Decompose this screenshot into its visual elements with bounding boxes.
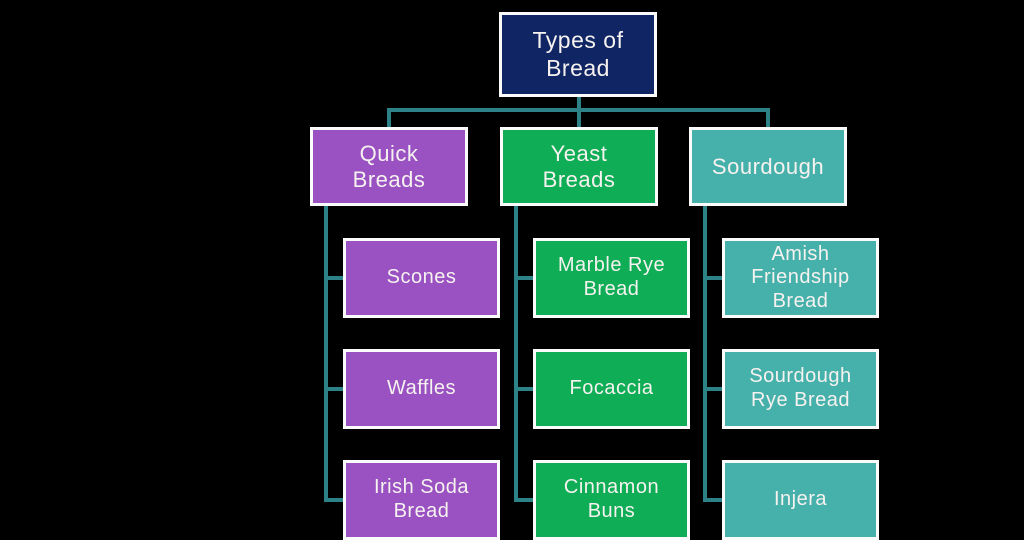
node-sourdough-rye-bread: Sourdough Rye Bread bbox=[722, 349, 879, 429]
node-marble-rye-bread-label: Marble Rye Bread bbox=[557, 254, 666, 300]
node-sourdough-label: Sourdough bbox=[711, 153, 825, 179]
connector-stub-irish-soda-bread bbox=[324, 498, 345, 502]
node-sourdough: Sourdough bbox=[689, 127, 847, 206]
connector-drop-quick-breads bbox=[387, 108, 391, 127]
node-injera-label: Injera bbox=[773, 488, 828, 511]
node-quick-breads: Quick Breads bbox=[310, 127, 468, 206]
connector-stub-focaccia bbox=[514, 387, 535, 391]
node-focaccia: Focaccia bbox=[533, 349, 690, 429]
node-focaccia-label: Focaccia bbox=[569, 377, 654, 400]
connector-stub-injera bbox=[703, 498, 724, 502]
node-amish-friendship-bread-label: Amish Friendship Bread bbox=[751, 242, 850, 312]
connector-root-stem bbox=[577, 97, 581, 112]
connector-stub-scones bbox=[324, 276, 345, 280]
connector-stub-waffles bbox=[324, 387, 345, 391]
connector-stub-sourdough-rye-bread bbox=[703, 387, 724, 391]
node-yeast-breads-label: Yeast Breads bbox=[542, 140, 616, 192]
node-quick-breads-label: Quick Breads bbox=[352, 140, 426, 192]
connector-stub-cinnamon-buns bbox=[514, 498, 535, 502]
node-waffles: Waffles bbox=[343, 349, 500, 429]
connector-rail-sourdough bbox=[703, 206, 707, 502]
root-label: Types of Bread bbox=[532, 27, 624, 81]
node-injera: Injera bbox=[722, 460, 879, 540]
node-irish-soda-bread-label: Irish Soda Bread bbox=[373, 476, 470, 522]
connector-drop-yeast-breads bbox=[577, 108, 581, 127]
node-scones-label: Scones bbox=[386, 266, 457, 289]
connector-rail-yeast-breads bbox=[514, 206, 518, 502]
connector-drop-sourdough bbox=[766, 108, 770, 127]
connector-stub-amish-friendship-bread bbox=[703, 276, 724, 280]
node-scones: Scones bbox=[343, 238, 500, 318]
node-types-of-bread: Types of Bread bbox=[499, 12, 657, 97]
node-yeast-breads: Yeast Breads bbox=[500, 127, 658, 206]
node-waffles-label: Waffles bbox=[386, 377, 457, 400]
node-marble-rye-bread: Marble Rye Bread bbox=[533, 238, 690, 318]
node-sourdough-rye-bread-label: Sourdough Rye Bread bbox=[749, 365, 852, 411]
connector-rail-quick-breads bbox=[324, 206, 328, 502]
node-cinnamon-buns: Cinnamon Buns bbox=[533, 460, 690, 540]
node-irish-soda-bread: Irish Soda Bread bbox=[343, 460, 500, 540]
node-amish-friendship-bread: Amish Friendship Bread bbox=[722, 238, 879, 318]
node-cinnamon-buns-label: Cinnamon Buns bbox=[563, 476, 660, 522]
connector-stub-marble-rye-bread bbox=[514, 276, 535, 280]
